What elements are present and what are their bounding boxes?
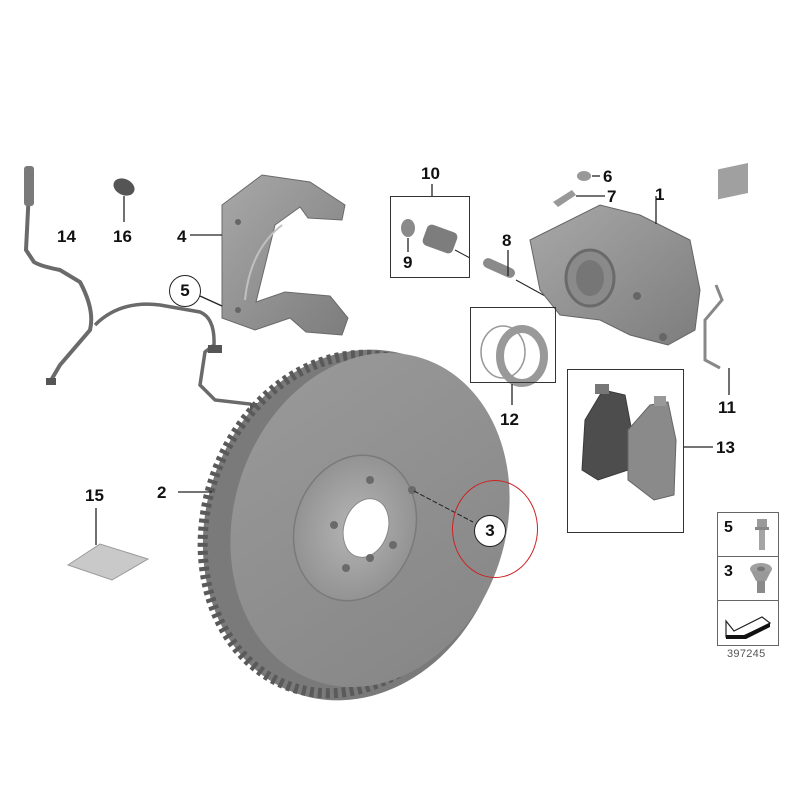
callout-16[interactable]: 16 [113, 227, 132, 246]
caliper-carrier-part[interactable] [190, 174, 349, 336]
brake-disc-part[interactable] [158, 310, 552, 740]
highlight-circle [452, 480, 538, 578]
callout-4[interactable]: 4 [177, 227, 187, 246]
callout-11[interactable]: 11 [718, 398, 736, 417]
direction-arrow-icon [725, 616, 772, 639]
sensor-cap-part[interactable] [111, 175, 138, 222]
diagram-number: 397245 [727, 648, 766, 660]
brake-pad-set-box [567, 369, 684, 533]
callout-5-circled[interactable]: 5 [169, 275, 201, 307]
callout-2[interactable]: 2 [157, 483, 167, 502]
callout-5-label: 5 [180, 281, 190, 300]
callout-13[interactable]: 13 [716, 438, 735, 457]
callout-3-circled[interactable]: 3 [474, 515, 506, 547]
brake-pad-set-part[interactable] [581, 384, 713, 501]
callout-3-label: 3 [485, 521, 495, 540]
callout-7[interactable]: 7 [607, 187, 617, 206]
countersunk-screw-icon [750, 563, 772, 593]
callout-14[interactable]: 14 [57, 227, 76, 246]
callout-12[interactable]: 12 [500, 410, 519, 429]
guide-sleeve-kit-part[interactable] [401, 184, 471, 259]
spring-clip-part[interactable] [703, 163, 748, 395]
piston-seal-kit-box [470, 307, 556, 383]
legend-row-arrow [718, 601, 778, 645]
legend-row-5: 5 [718, 513, 778, 557]
callout-6[interactable]: 6 [603, 167, 613, 186]
legend-label: 3 [724, 563, 733, 580]
callout-8[interactable]: 8 [502, 231, 512, 250]
flange-bolt-icon [755, 519, 769, 550]
callout-1[interactable]: 1 [655, 185, 665, 204]
callout-15[interactable]: 15 [85, 486, 104, 505]
bleeder-valve-part[interactable] [553, 171, 605, 207]
callout-10[interactable]: 10 [421, 164, 440, 183]
callout-9[interactable]: 9 [403, 253, 413, 272]
brake-caliper-part[interactable] [529, 196, 701, 346]
piston-seal-part[interactable] [480, 325, 548, 405]
fastener-legend: 5 3 [717, 512, 779, 646]
legend-label: 5 [724, 519, 733, 536]
guide-sleeve-kit-box [390, 196, 470, 278]
grease-packet-part[interactable] [66, 508, 150, 581]
legend-row-3: 3 [718, 557, 778, 601]
